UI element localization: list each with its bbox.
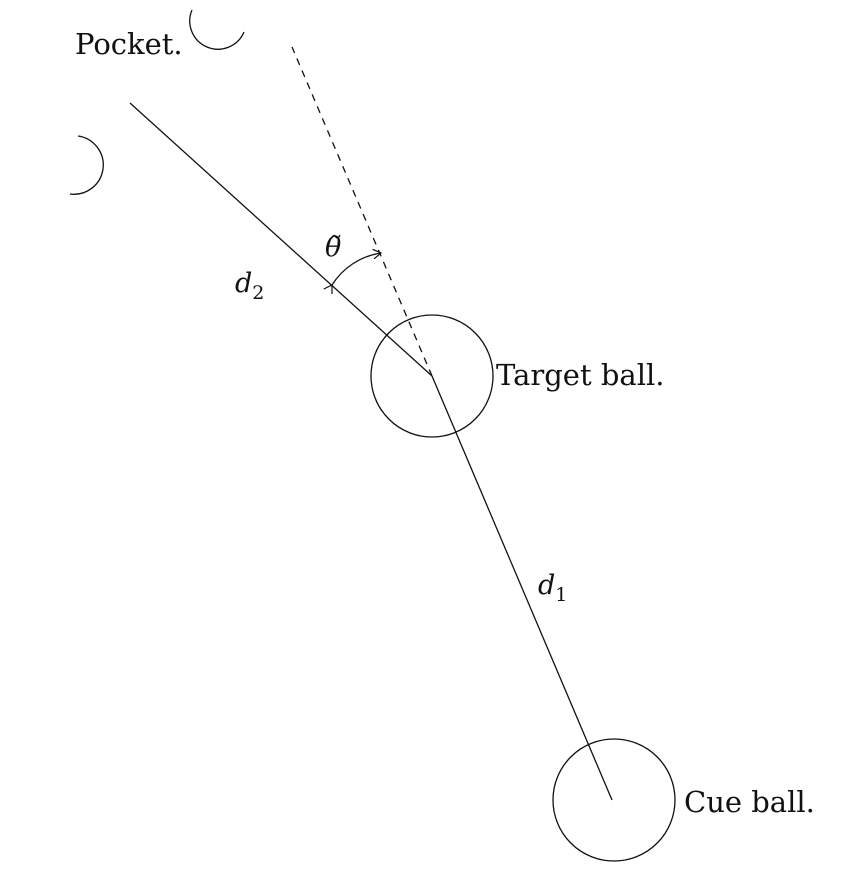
d2-subscript: 2 — [252, 282, 264, 304]
theta-label: θ̃ — [325, 232, 341, 263]
target-ball — [370, 314, 494, 438]
d2-base: d — [235, 268, 252, 299]
pocket-label: Pocket. — [75, 27, 183, 61]
cue-ball — [552, 738, 676, 862]
angle-arc — [332, 253, 381, 285]
d1-subscript: 1 — [555, 584, 567, 606]
d1-base: d — [538, 570, 555, 601]
pocket-edge-left — [69, 135, 104, 195]
target-ball-label: Target ball. — [496, 358, 664, 392]
pocket-edge-top — [189, 9, 245, 50]
line-cue-to-target — [431, 375, 613, 801]
d1-label: d1 — [538, 570, 567, 606]
cue-ball-label: Cue ball. — [684, 785, 815, 819]
d2-label: d2 — [235, 268, 264, 304]
line-target-to-pocket — [129, 102, 433, 377]
dashed-extension-line — [291, 46, 433, 377]
